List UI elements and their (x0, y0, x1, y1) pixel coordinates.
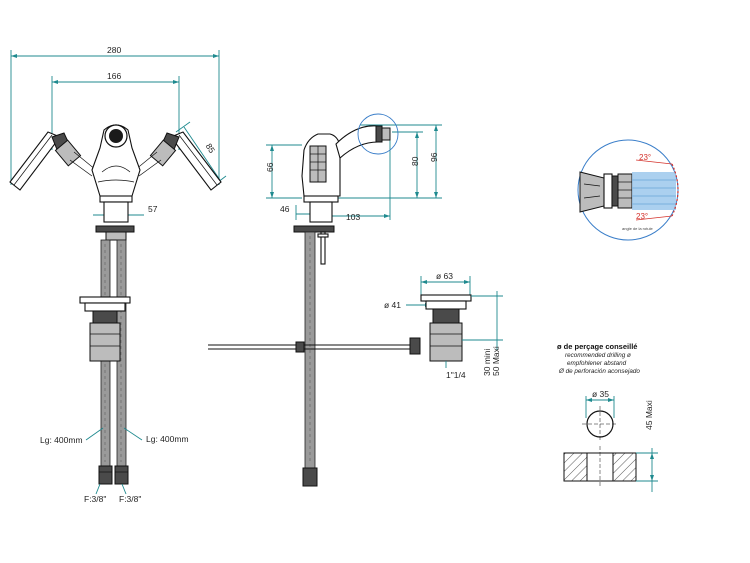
dim-base-offset-label: 57 (148, 204, 158, 214)
dim-flange-diameter-label: ø 63 (436, 271, 453, 281)
waste-front (79, 296, 131, 362)
mixer-body-front (91, 124, 141, 241)
dim-thickness-min: 30 mini (482, 348, 492, 376)
dim-spout-reach-label: 103 (346, 212, 360, 222)
dim-overall-width-label: 280 (107, 45, 121, 55)
hole-diameter-label: ø 35 (592, 389, 609, 399)
right-lever-handle (134, 131, 222, 191)
angle-bottom-label: 23° (636, 212, 648, 221)
spray-caption: angle de la rotule (622, 226, 653, 231)
dim-spout-centres-label: 166 (107, 71, 121, 81)
dim-spout-height-label: 80 (410, 156, 420, 166)
waste-detail: ø 63 ø 41 30 mini 50 Maxi 1"1/4 (384, 271, 503, 380)
left-lever-handle (9, 131, 97, 191)
dim-thread-label: 1"1/4 (446, 370, 466, 380)
hose-labels: Lg: 400mm Lg: 400mm F:3/8" F:3/8" (40, 427, 189, 504)
spray-detail: 23° 23° angle de la rotule (577, 139, 679, 241)
waste-body (420, 294, 472, 362)
drilling-title: ø de perçage conseillé (557, 342, 637, 351)
dim-total-height-label: 96 (429, 152, 439, 162)
drilling-subtitle-en: recommended drilling ø (565, 352, 631, 359)
pop-up-rod (208, 337, 421, 355)
hose-length-right: Lg: 400mm (146, 434, 189, 444)
counter-section: 45 Maxi (563, 400, 658, 492)
dim-lever-length-label: 85 (204, 142, 218, 156)
flexible-hoses (98, 239, 129, 485)
drilling-hole-detail: ø 35 (582, 389, 618, 442)
dim-overall-width: 280 (10, 45, 220, 185)
dim-thickness-max: 50 Maxi (491, 346, 501, 376)
front-view: 280 166 85 57 (9, 45, 227, 504)
drilling-subtitle-de: empfohlener abstand (567, 360, 627, 367)
spray-jets (632, 172, 676, 210)
hose-length-left: Lg: 400mm (40, 435, 83, 445)
max-thickness-label: 45 Maxi (644, 400, 654, 430)
dim-flange-diameter: ø 63 (420, 271, 471, 296)
drilling-subtitle-es: Ø de perforación aconsejado (558, 368, 640, 375)
mixer-body-side (293, 113, 399, 233)
dim-spout-centres: 166 (51, 71, 180, 150)
connection-left: F:3/8" (84, 494, 106, 504)
dim-spout-height: 80 (392, 131, 423, 198)
side-hose (302, 231, 329, 487)
dim-total-height: 96 (322, 124, 442, 199)
connection-right: F:3/8" (119, 494, 141, 504)
dim-body-height-label: 66 (265, 162, 275, 172)
angle-top-label: 23° (639, 153, 651, 162)
drilling-notes: ø de perçage conseillé recommended drill… (557, 342, 640, 375)
side-view: 66 80 96 46 103 (208, 113, 442, 487)
dim-body-height: 66 (265, 144, 302, 199)
dim-outlet-diameter-label: ø 41 (384, 300, 401, 310)
dim-thickness: 30 mini 50 Maxi (462, 291, 503, 376)
dim-base-depth-label: 46 (280, 204, 290, 214)
